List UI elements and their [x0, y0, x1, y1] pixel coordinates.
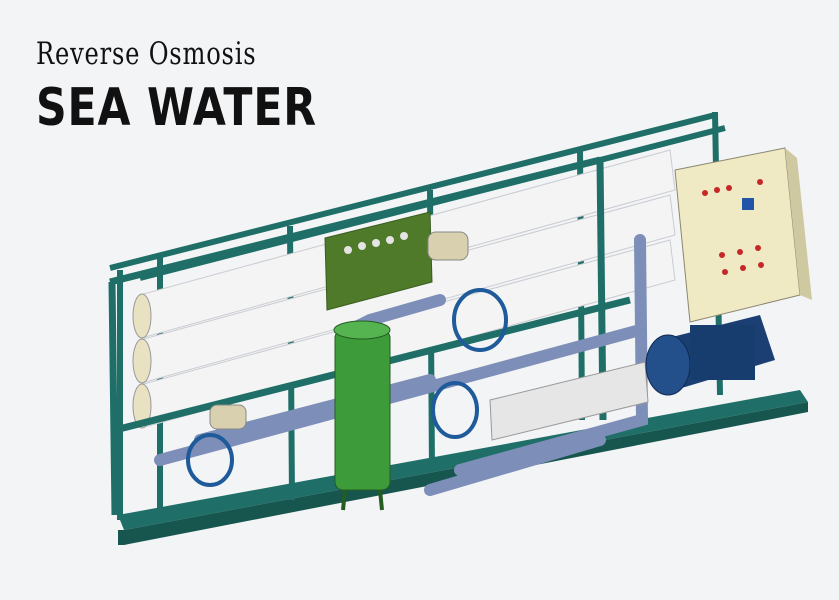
piping [154, 234, 649, 496]
page-title: SEA WATER [36, 78, 317, 138]
pump-barrel [489, 361, 649, 441]
cartridge-filter-icon [333, 320, 391, 511]
control-panel-icon [674, 147, 812, 323]
pump-motor-icon [645, 315, 775, 396]
valve-handwheel-icon [186, 288, 508, 487]
subtitle: Reverse Osmosis [36, 36, 257, 72]
actuator-valve [209, 231, 469, 430]
heading: Reverse Osmosis SEA WATER [36, 36, 379, 138]
gauge-dots [344, 232, 408, 254]
